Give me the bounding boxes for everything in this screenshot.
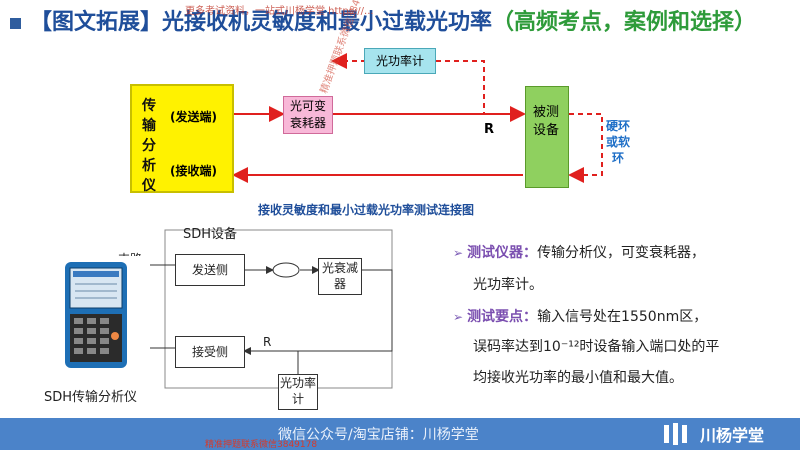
bullet-line: 输入信号处在1550nm区，: [537, 309, 708, 325]
dut-label: 被测设备: [532, 105, 559, 138]
power-meter-box: 光功率计: [364, 48, 436, 74]
bullet-line: 光功率计。: [473, 277, 543, 293]
r-label-top: R: [484, 122, 495, 137]
bullet-key: 测试仪器：: [467, 245, 538, 261]
page-title: 【图文拓展】光接收机灵敏度和最小过载光功率（高频考点，案例和选择）: [30, 8, 756, 38]
recv-side-box: 接受侧: [175, 336, 245, 368]
bullet-arrow-icon: ➢: [453, 310, 464, 324]
bullet-line: 传输分析仪，可变衰耗器，: [537, 245, 706, 261]
analyzer-box: [130, 84, 234, 193]
title-bullet: [10, 18, 21, 29]
power-meter2-box: 光功率计: [278, 374, 318, 410]
bullet-line: 误码率达到10⁻¹²时设备输入端口处的平: [473, 339, 720, 355]
attenuator2-box: 光衰减器: [318, 258, 362, 295]
attenuator-box: 光可变衰耗器: [283, 96, 333, 134]
loop-label: 硬环或软环: [605, 119, 630, 165]
send-side-box: 发送侧: [175, 254, 245, 286]
bullet-arrow-icon: ➢: [453, 246, 464, 260]
diagram-caption: 接收灵敏度和最小过载光功率测试连接图: [258, 203, 475, 217]
title-sub: （高频考点，案例和选择）: [492, 10, 757, 35]
analyzer-photo-caption: SDH传输分析仪: [44, 390, 138, 405]
bullet-key: 测试要点：: [467, 309, 538, 325]
dut-box: [525, 86, 569, 188]
bullet-key-points: ➢测试要点：输入信号处在1550nm区，: [453, 306, 707, 329]
footer-watermark: 精准押题联系微信3849178: [205, 440, 318, 450]
attenuator-label: 光可变衰耗器: [289, 99, 326, 130]
brand-name: 川杨学堂: [700, 426, 765, 445]
bullet-instruments: ➢测试仪器：传输分析仪，可变衰耗器，: [453, 242, 705, 265]
bullet-line: 均接收光功率的最小值和最大值。: [473, 370, 683, 386]
sdh-equipment-label: SDH设备: [183, 227, 238, 242]
recv-end-label: (接收端): [170, 164, 217, 178]
r-label-bottom: R: [263, 335, 272, 349]
brand-logo-icon: [660, 421, 694, 447]
watermark-top: 更多考试资料，一站式川杨学堂 https://...: [185, 6, 374, 17]
analyzer-label: 传输分析仪: [142, 98, 156, 194]
footer-text: 微信公众号/淘宝店铺：川杨学堂: [278, 427, 479, 443]
send-end-label: (发送端): [170, 110, 217, 124]
title-main: 【图文拓展】光接收机灵敏度和最小过载光功率: [30, 10, 493, 35]
analyzer-device-image: [40, 256, 150, 374]
